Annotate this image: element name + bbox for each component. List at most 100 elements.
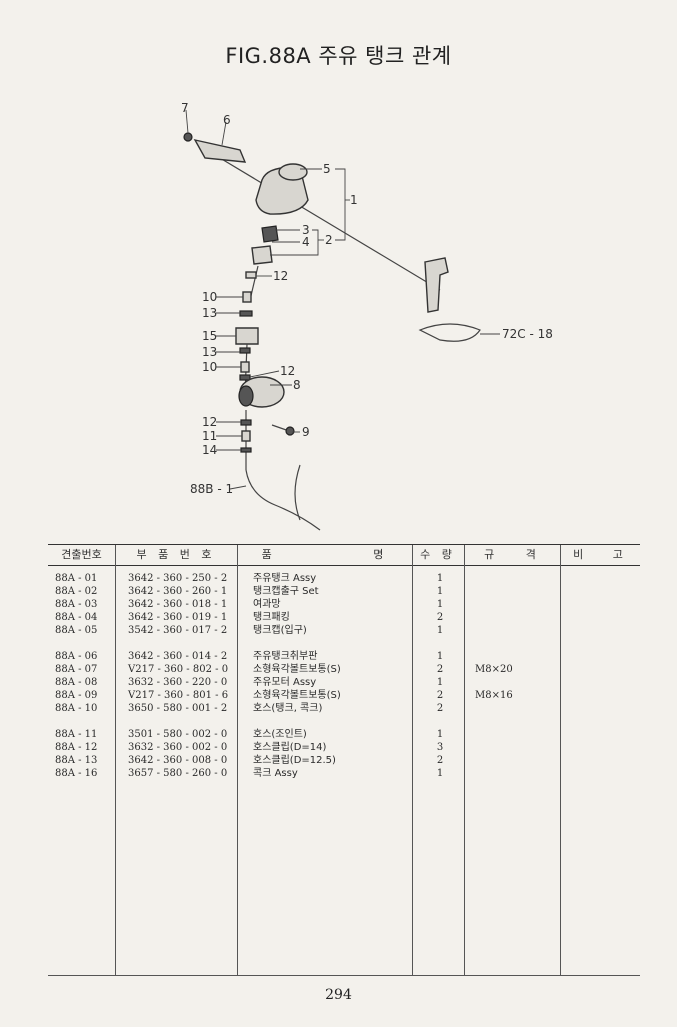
cell-name: 주유탱크취부판 (253, 651, 318, 662)
col-divider (560, 545, 561, 565)
table-bottom-rule (48, 975, 640, 976)
label-8: 8 (293, 378, 301, 392)
cell-name: 탱크캡(입구) (253, 625, 307, 636)
clip-14 (240, 447, 252, 453)
label-4: 4 (302, 235, 310, 249)
clip-12b (239, 374, 251, 381)
label-72c: 72C - 18 (502, 327, 553, 341)
cell-code: 88A - 01 (55, 573, 98, 584)
label-13a: 13 (202, 306, 217, 320)
cell-qty: 1 (436, 768, 444, 779)
table-row: 88A - 05 3542 - 360 - 017 - 2 탱크캡(입구) 1 (48, 624, 640, 637)
link-rod (214, 154, 441, 291)
clip-13a (239, 310, 253, 317)
clip-12c (240, 419, 252, 426)
label-1: 1 (350, 193, 358, 207)
cell-code: 88A - 10 (55, 703, 98, 714)
cell-part-no: 3642 - 360 - 018 - 1 (128, 599, 228, 610)
cell-part-no: 3642 - 360 - 019 - 1 (128, 612, 228, 623)
page-number: 294 (325, 987, 352, 1003)
cell-code: 88A - 12 (55, 742, 98, 753)
col-divider (237, 565, 238, 975)
table-row: 88A - 06 3642 - 360 - 014 - 2 주유탱크취부판 1 (48, 650, 640, 663)
cell-part-no: V217 - 360 - 802 - 0 (128, 664, 229, 675)
cell-part-no: 3657 - 580 - 260 - 0 (128, 768, 228, 779)
header-spec: 규 격 (484, 548, 540, 561)
tank-cap (278, 163, 308, 181)
cell-qty: 1 (436, 729, 444, 740)
cell-part-no: 3642 - 360 - 014 - 2 (128, 651, 228, 662)
table-row: 88A - 07 V217 - 360 - 802 - 0 소형육각볼트보통(S… (48, 663, 640, 676)
cell-part-no: 3501 - 580 - 002 - 0 (128, 729, 228, 740)
label-11: 11 (202, 429, 217, 443)
cell-name: 소형육각볼트보통(S) (253, 664, 341, 675)
bolt-7 (183, 132, 193, 142)
cell-code: 88A - 09 (55, 690, 98, 701)
label-14: 14 (202, 443, 217, 457)
col-divider (412, 565, 413, 975)
table-row: 88A - 11 3501 - 580 - 002 - 0 호스(조인트) 1 (48, 728, 640, 741)
label-6: 6 (223, 113, 231, 127)
cell-qty: 1 (436, 586, 444, 597)
clip-12a (245, 271, 257, 279)
col-divider (560, 565, 561, 975)
cell-qty: 1 (436, 625, 444, 636)
label-9: 9 (302, 425, 310, 439)
cell-code: 88A - 13 (55, 755, 98, 766)
col-divider (464, 545, 465, 565)
header-part-no: 부 품 번 호 (136, 548, 216, 561)
cell-part-no: 3650 - 580 - 001 - 2 (128, 703, 228, 714)
cell-qty: 2 (436, 664, 444, 675)
cell-part-no: 3642 - 360 - 260 - 1 (128, 586, 228, 597)
cell-code: 88A - 03 (55, 599, 98, 610)
fuel-motor-end (238, 385, 254, 407)
header-name: 품 명 (261, 548, 388, 561)
cell-qty: 2 (436, 612, 444, 623)
cell-code: 88A - 02 (55, 586, 98, 597)
cell-name: 주유탱크 Assy (253, 573, 317, 584)
cell-name: 콕크 Assy (253, 768, 298, 779)
cell-part-no: 3632 - 360 - 220 - 0 (128, 677, 228, 688)
label-10a: 10 (202, 290, 217, 304)
tank-bracket (193, 138, 247, 163)
cell-part-no: V217 - 360 - 801 - 6 (128, 690, 229, 701)
cell-name: 호스(탱크, 콕크) (253, 703, 323, 714)
table-row: 88A - 12 3632 - 360 - 002 - 0 호스클립(D=14)… (48, 741, 640, 754)
figure-title: FIG.88A 주유 탱크 관계 (225, 44, 452, 68)
cell-name: 여과망 (253, 599, 281, 610)
cell-qty: 2 (436, 690, 444, 701)
table-row: 88A - 10 3650 - 580 - 001 - 2 호스(탱크, 콕크)… (48, 702, 640, 715)
table-header: 견출번호 부 품 번 호 품 명 수 량 규 격 비 고 (48, 545, 640, 566)
table-row: 88A - 08 3632 - 360 - 220 - 0 주유모터 Assy … (48, 676, 640, 689)
strainer (261, 225, 279, 243)
clip-13b (239, 347, 251, 354)
cell-code: 88A - 06 (55, 651, 98, 662)
cell-spec: M8×16 (475, 690, 513, 701)
label-3: 3 (302, 223, 310, 237)
label-15: 15 (202, 329, 217, 343)
cell-code: 88A - 08 (55, 677, 98, 688)
cell-qty: 1 (436, 599, 444, 610)
cell-name: 호스클립(D=12.5) (253, 755, 336, 766)
cell-part-no: 3642 - 360 - 008 - 0 (128, 755, 228, 766)
cell-name: 호스(조인트) (253, 729, 307, 740)
cell-name: 호스클립(D=14) (253, 742, 327, 753)
table-row: 88A - 03 3642 - 360 - 018 - 1 여과망 1 (48, 598, 640, 611)
hose-10a (242, 291, 252, 303)
table-row: 88A - 01 3642 - 360 - 250 - 2 주유탱크 Assy … (48, 572, 640, 585)
cell-part-no: 3542 - 360 - 017 - 2 (128, 625, 228, 636)
header-qty: 수 량 (420, 548, 456, 561)
bolt-9-head (285, 426, 295, 436)
cell-name: 탱크패킹 (253, 612, 290, 623)
label-10b: 10 (202, 360, 217, 374)
parts-table-body: 88A - 01 3642 - 360 - 250 - 2 주유탱크 Assy … (48, 572, 640, 780)
cell-qty: 3 (436, 742, 444, 753)
label-2: 2 (325, 233, 333, 247)
lever-plate (418, 323, 481, 342)
cell-spec: M8×20 (475, 664, 513, 675)
cell-name: 탱크캡출구 Set (253, 586, 319, 597)
col-divider (412, 545, 413, 565)
cell-qty: 2 (436, 703, 444, 714)
table-row: 88A - 09 V217 - 360 - 801 - 6 소형육각볼트보통(S… (48, 689, 640, 702)
hose-88b-2 (294, 464, 301, 521)
